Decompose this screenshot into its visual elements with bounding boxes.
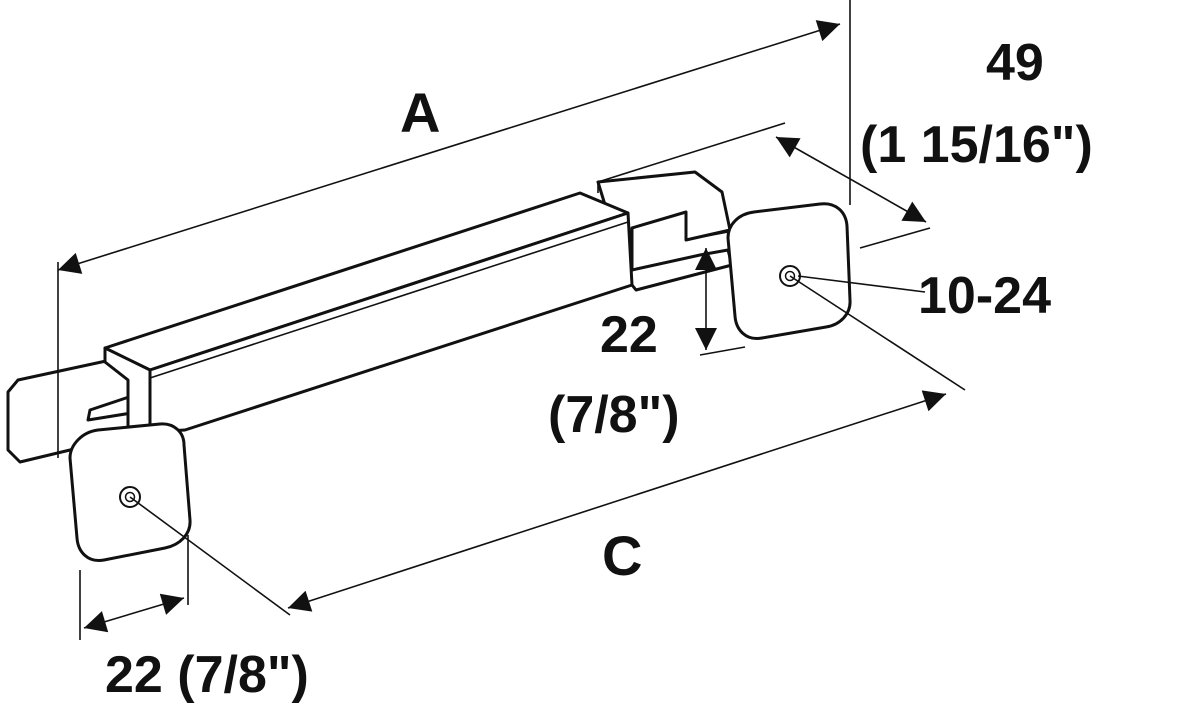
label-base-width: 22 (7/8") xyxy=(105,646,309,704)
dim-c-extension-right xyxy=(789,275,966,391)
dim-proj-arrow xyxy=(775,136,927,223)
dim-width-arrow xyxy=(83,593,185,633)
label-projection-mm: 49 xyxy=(986,34,1044,92)
dim-height-extension xyxy=(685,231,729,241)
label-length-c: C xyxy=(602,524,642,587)
dimension-lines xyxy=(57,0,966,640)
label-base-height-in: (7/8") xyxy=(548,386,680,444)
label-length-a: A xyxy=(400,81,440,144)
dim-height-extension-bottom xyxy=(699,346,746,356)
label-base-height-mm: 22 xyxy=(600,306,658,364)
dim-proj-extension-bottom xyxy=(859,227,931,249)
thread-leader xyxy=(797,275,926,293)
right-mounting-foot xyxy=(726,202,852,340)
dim-c-extension-left xyxy=(129,496,291,616)
label-thread: 10-24 xyxy=(918,267,1051,325)
dim-a-arrow xyxy=(57,20,841,274)
left-mounting-foot xyxy=(68,422,192,562)
dim-proj-extension-top xyxy=(597,122,786,183)
dim-c-arrow xyxy=(287,390,947,612)
label-projection-in: (1 15/16") xyxy=(860,116,1093,174)
